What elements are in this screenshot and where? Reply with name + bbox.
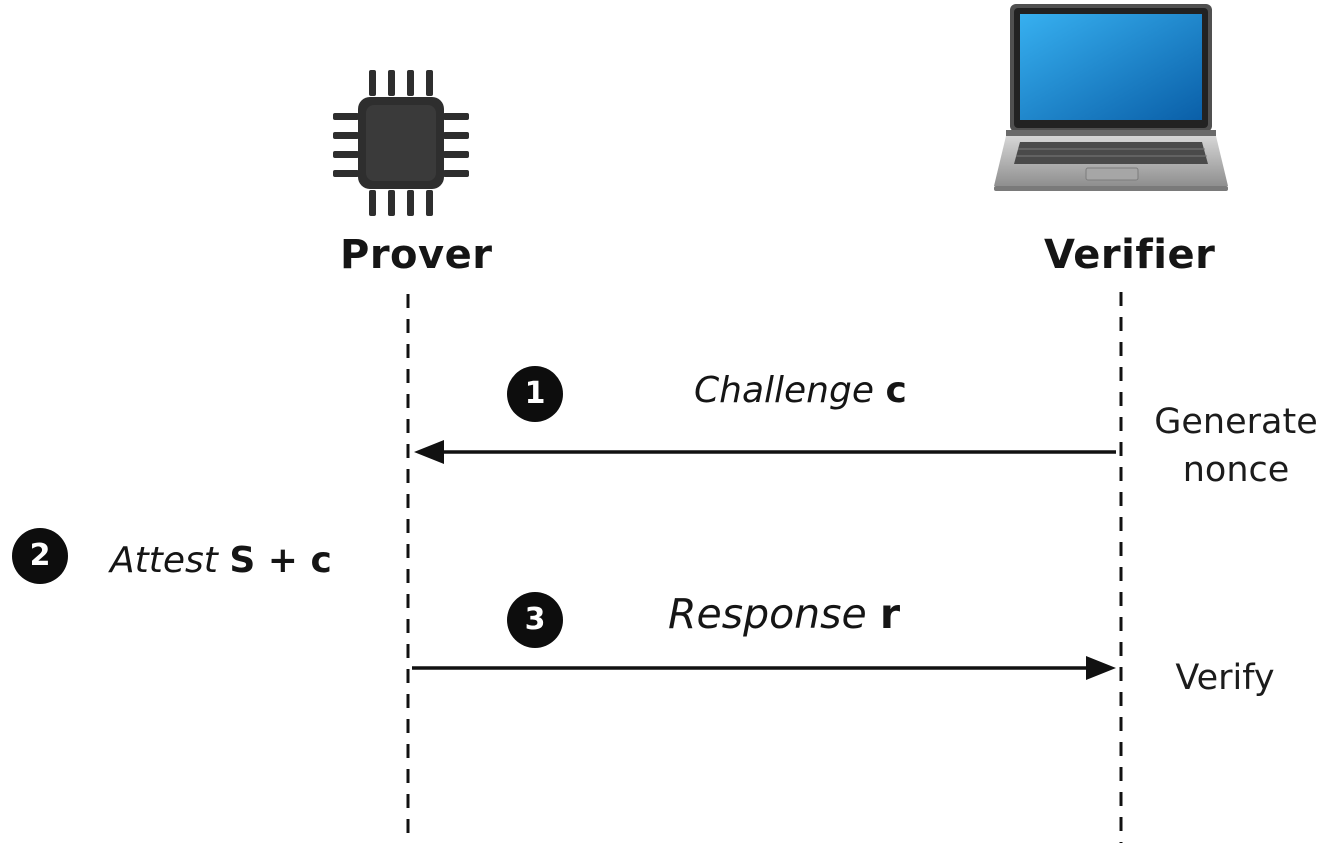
step-1-badge: 1 (507, 366, 563, 422)
verify-note: Verify (1175, 658, 1275, 698)
step-3-badge: 3 (507, 592, 563, 648)
verifier-label: Verifier (1044, 232, 1216, 278)
challenge-arrow (414, 440, 1116, 464)
challenge-variable: c (885, 370, 907, 411)
laptop-icon (994, 4, 1228, 191)
generate-note-line1: Generate (1154, 402, 1318, 442)
prover-label: Prover (340, 232, 493, 278)
generate-note-line2: nonce (1182, 450, 1290, 490)
challenge-message: Challenge c (694, 370, 907, 411)
response-variable: r (879, 590, 901, 638)
response-arrow (412, 656, 1116, 680)
generate-nonce-note: Generate nonce (1136, 398, 1336, 494)
response-text: Response (668, 590, 867, 638)
attest-text: Attest (110, 540, 218, 581)
response-message: Response r (668, 590, 900, 638)
microchip-icon (333, 70, 469, 216)
step-2-badge: 2 (12, 528, 68, 584)
challenge-text: Challenge (694, 370, 874, 411)
attest-message: Attest S + c (110, 540, 332, 581)
attest-variable: S + c (229, 540, 332, 581)
